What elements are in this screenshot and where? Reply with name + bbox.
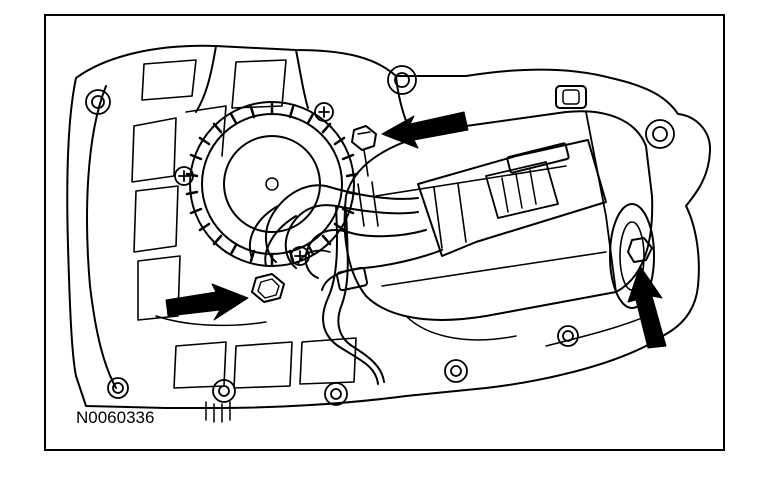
arrow-lower-left-bolt <box>165 283 249 321</box>
sensor-ring-teeth <box>185 102 359 266</box>
figure-id-label: N0060336 <box>76 408 155 427</box>
housing-outline <box>66 44 712 409</box>
transfer-case-motor-illustration <box>66 44 712 423</box>
housing-lower-details <box>155 311 657 423</box>
bolt-lower-left <box>251 273 285 303</box>
bolt-upper <box>351 125 377 177</box>
ring-bolts <box>174 102 334 266</box>
wiring-harness <box>248 181 443 385</box>
callout-arrows <box>165 111 667 349</box>
housing-bolt-bosses <box>85 65 675 406</box>
arrow-upper-bolt <box>381 111 469 149</box>
arrow-right-bolt <box>627 265 667 349</box>
sensor-ring <box>189 101 355 267</box>
bolt-right <box>627 237 653 263</box>
harness-clip <box>297 249 369 292</box>
electrical-connector <box>417 139 607 257</box>
illustration-frame: N0060336 <box>44 14 725 451</box>
